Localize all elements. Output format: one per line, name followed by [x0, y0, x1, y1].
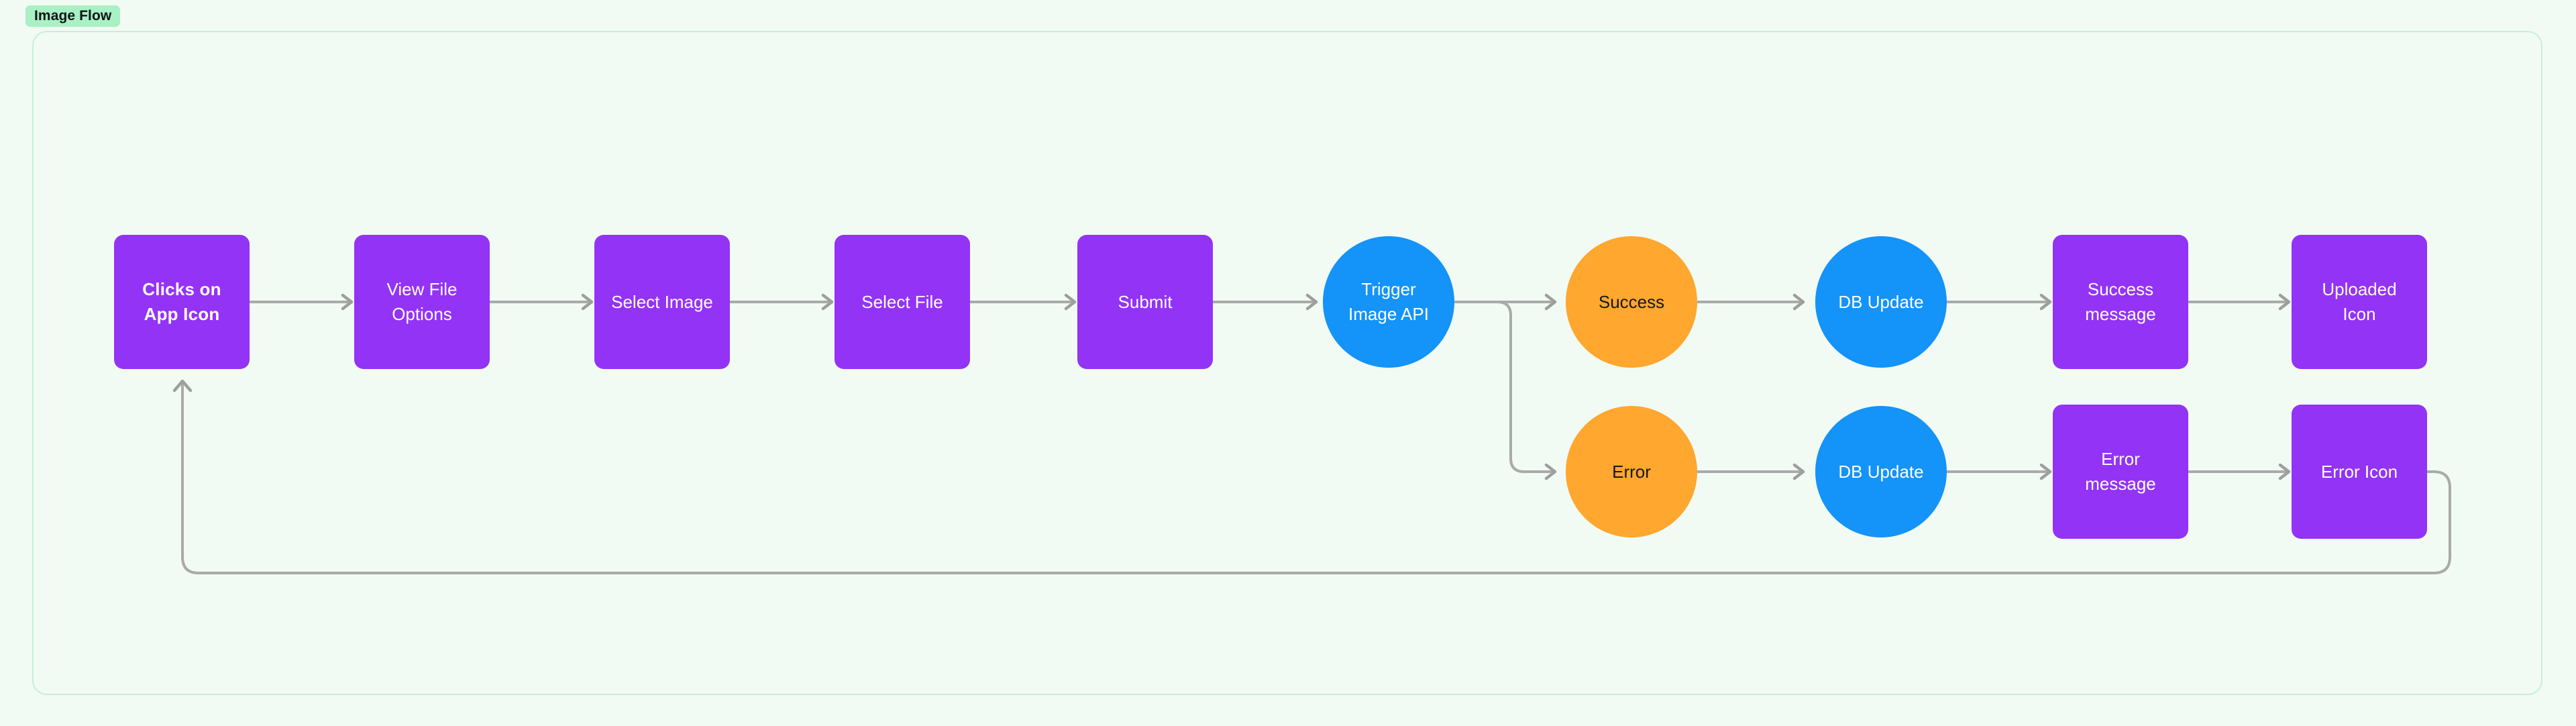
node-error-icon[interactable]: Error Icon	[2292, 405, 2427, 539]
node-clicks-on-app-icon[interactable]: Clicks on App Icon	[114, 235, 250, 369]
node-label-db-update-success: DB Update	[1838, 291, 1924, 312]
node-trigger-image-api[interactable]: Trigger Image API	[1323, 236, 1454, 368]
node-success[interactable]: Success	[1566, 236, 1697, 368]
node-select-file[interactable]: Select File	[835, 235, 970, 369]
node-label-error-message: Error message	[2085, 449, 2156, 494]
node-db-update-error[interactable]: DB Update	[1815, 406, 1947, 537]
node-label-select-image: Select Image	[611, 291, 713, 312]
node-select-image[interactable]: Select Image	[594, 235, 730, 369]
node-error-message[interactable]: Error message	[2053, 405, 2188, 539]
node-label-clicks-on-app-icon: Clicks on App Icon	[142, 279, 221, 324]
node-label-select-file: Select File	[861, 291, 943, 312]
node-error[interactable]: Error	[1566, 406, 1697, 537]
node-label-submit: Submit	[1118, 291, 1173, 312]
node-label-view-file-options: View File Options	[386, 279, 458, 324]
node-uploaded-icon[interactable]: Uploaded Icon	[2292, 235, 2427, 369]
node-submit[interactable]: Submit	[1077, 235, 1213, 369]
node-label-db-update-error: DB Update	[1838, 461, 1924, 482]
node-db-update-success[interactable]: DB Update	[1815, 236, 1947, 368]
node-label-success-message: Success message	[2085, 279, 2156, 324]
node-label-error-icon: Error Icon	[2320, 461, 2398, 482]
node-label-success: Success	[1598, 291, 1665, 312]
node-label-uploaded-icon: Uploaded Icon	[2322, 279, 2397, 324]
flow-title-badge: Image Flow	[25, 5, 121, 27]
node-label-trigger-image-api: Trigger Image API	[1348, 279, 1429, 324]
node-label-error: Error	[1612, 461, 1651, 482]
node-success-message[interactable]: Success message	[2053, 235, 2188, 369]
node-view-file-options[interactable]: View File Options	[354, 235, 490, 369]
